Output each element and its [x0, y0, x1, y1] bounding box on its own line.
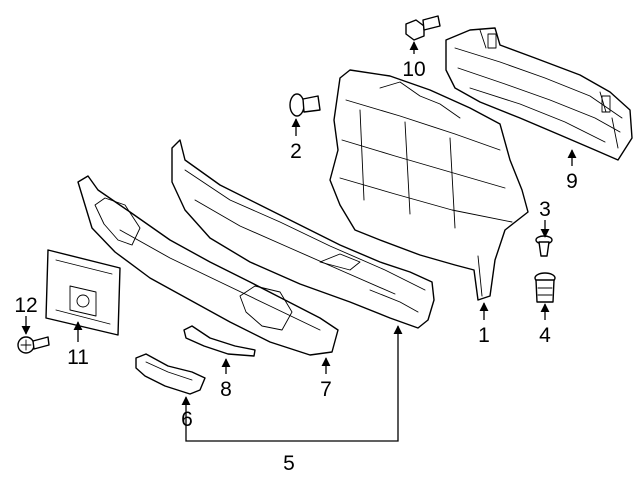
callout-6: 6 [181, 408, 193, 431]
push-pin-part [535, 235, 553, 257]
callout-4: 4 [539, 324, 551, 347]
push-clip-part [289, 93, 321, 117]
energy-absorber-part [329, 69, 529, 301]
bolt-part [405, 15, 441, 41]
reinforcement-bar-part [445, 27, 633, 161]
screw-part [17, 336, 50, 354]
lower-deflector-part [135, 353, 206, 395]
callout-3: 3 [539, 198, 551, 221]
retainer-nut-part [534, 272, 556, 303]
lower-carrier-part [77, 175, 339, 356]
license-bracket-part [45, 249, 121, 336]
callout-2: 2 [290, 140, 302, 163]
callout-11: 11 [67, 346, 89, 369]
callout-5: 5 [283, 452, 295, 475]
callout-1: 1 [478, 324, 490, 347]
callout-8: 8 [220, 378, 232, 401]
callout-12: 12 [14, 294, 37, 317]
callout-10: 10 [402, 58, 425, 81]
callout-7: 7 [320, 378, 332, 401]
trim-strip-part [183, 325, 256, 357]
bumper-cover-part [171, 139, 435, 329]
callout-9: 9 [566, 170, 578, 193]
